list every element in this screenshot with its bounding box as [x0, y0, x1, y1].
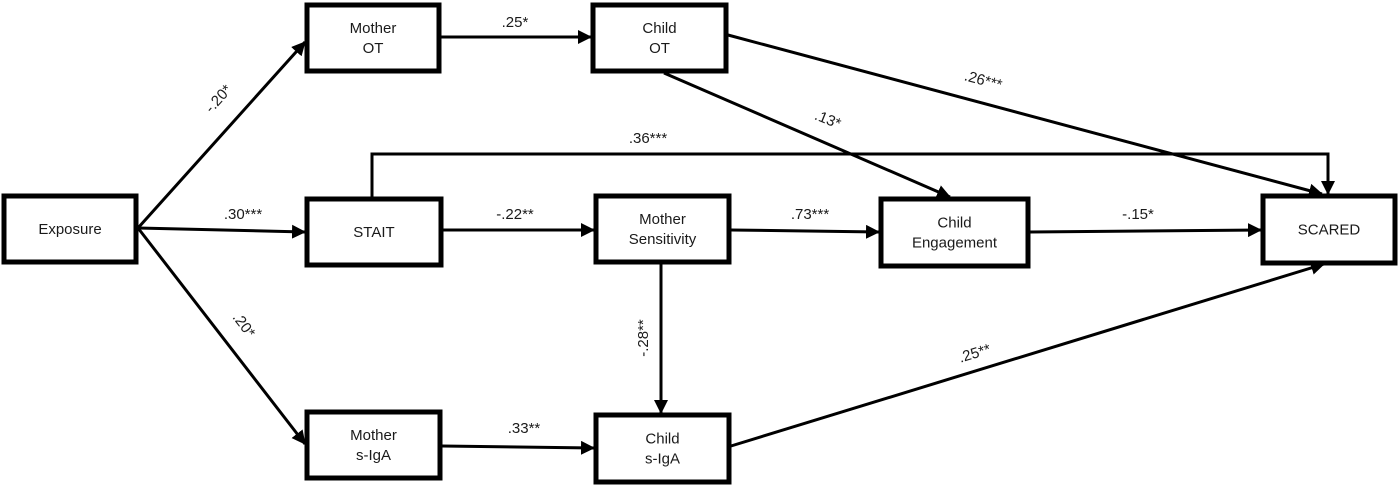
- edge-coefficient-label: .26***: [962, 67, 1004, 93]
- edge-child-siga-scared: [730, 261, 1325, 448]
- node-box: [878, 196, 1031, 269]
- node-label: s-IgA: [356, 447, 391, 464]
- node-label: Exposure: [38, 221, 101, 238]
- node-box: [304, 196, 444, 268]
- node-label: Child: [642, 20, 676, 37]
- edge-stait-scared: [370, 152, 1335, 197]
- edge-exposure-stait: [137, 224, 306, 239]
- edge-coefficient-label: .36***: [629, 130, 668, 147]
- node-label: Sensitivity: [629, 231, 697, 248]
- node-label: OT: [363, 40, 384, 57]
- edge-coefficient-label: -.28**: [635, 319, 652, 357]
- node-label: Engagement: [912, 235, 998, 252]
- node-scared: SCARED: [1260, 193, 1398, 266]
- edge-coefficient-label: .25**: [957, 341, 993, 367]
- node-mother-siga: Mother s-IgA: [304, 409, 443, 481]
- node-exposure: Exposure: [1, 193, 139, 265]
- edges-layer: [136, 30, 1335, 455]
- edge-coefficient-label: -.15*: [1122, 206, 1154, 223]
- edge-coefficient-label: -.20*: [202, 81, 236, 116]
- node-label: STAIT: [353, 224, 394, 241]
- node-label: OT: [649, 40, 670, 57]
- node-label: s-IgA: [645, 451, 680, 468]
- edge-child-ot-scared: [727, 33, 1323, 198]
- edge-mother-siga-child-siga: [441, 440, 595, 455]
- node-box: [1260, 193, 1398, 266]
- node-box: [593, 412, 732, 485]
- edge-mother-sensitivity-child-engagement: [730, 224, 880, 239]
- edge-child-engagement-scared: [1029, 223, 1262, 238]
- node-label: Mother: [350, 20, 397, 37]
- node-box: [1, 193, 139, 265]
- node-label: Mother: [639, 211, 686, 228]
- edge-coefficient-label: .30***: [224, 206, 263, 223]
- node-box: [304, 409, 443, 481]
- edge-coefficient-label: .13*: [812, 107, 843, 133]
- node-stait: STAIT: [304, 196, 444, 268]
- node-label: Child: [645, 431, 679, 448]
- node-label: SCARED: [1298, 222, 1361, 239]
- edge-coefficient-label: .25*: [502, 14, 529, 31]
- edge-coefficient-label: .20*: [229, 310, 259, 342]
- node-label: Mother: [350, 427, 397, 444]
- node-box: [304, 2, 442, 74]
- edge-exposure-mother-ot: [136, 40, 307, 230]
- edge-coefficient-label: .33**: [508, 420, 541, 437]
- node-child-siga: Child s-IgA: [593, 412, 732, 485]
- node-label: Child: [937, 215, 971, 232]
- node-box: [590, 2, 729, 74]
- edge-exposure-mother-siga: [136, 227, 307, 445]
- edge-coefficient-label: .73***: [791, 206, 830, 223]
- edge-child-ot-child-engagement: [663, 71, 951, 199]
- node-box: [593, 193, 732, 265]
- edge-coefficient-label: -.22**: [496, 206, 534, 223]
